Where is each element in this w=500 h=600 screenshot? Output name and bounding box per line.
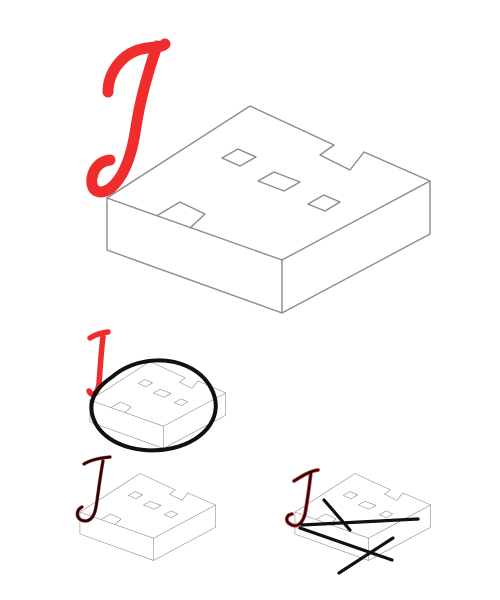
rejected-option-sketch — [284, 468, 431, 575]
selected-red-j-stroke — [86, 329, 111, 397]
unselected-option-sketch — [75, 455, 216, 561]
reject-line-3 — [322, 498, 352, 532]
selection-circle — [89, 358, 218, 453]
reject-line-4 — [337, 536, 395, 575]
reject-line-2 — [298, 526, 394, 562]
large-building-icon — [106, 105, 431, 314]
unselected-red-j-stroke — [75, 455, 112, 523]
reject-line-1 — [300, 517, 420, 527]
large-red-j-stroke — [86, 38, 171, 198]
unselected-black-j-stroke — [76, 455, 112, 523]
rejected-red-j-stroke — [284, 468, 320, 528]
large-building-sketch — [86, 38, 431, 314]
selected-option-sketch — [86, 329, 226, 453]
rejected-black-j-stroke — [285, 468, 320, 527]
circled-building-icon — [89, 361, 226, 449]
crossed-out-building-icon — [294, 473, 431, 561]
